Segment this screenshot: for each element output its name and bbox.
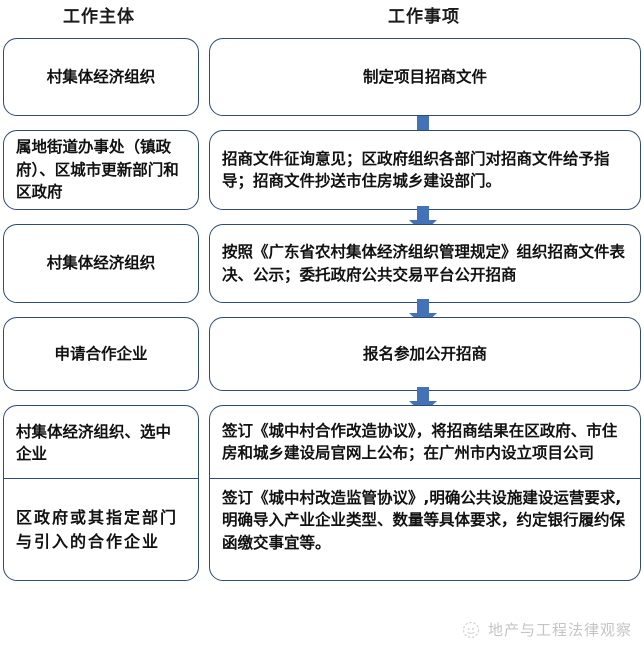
arrow-shaft [417, 206, 429, 221]
arrow-shaft [417, 116, 429, 131]
subject-text-4: 申请合作企业 [54, 344, 148, 363]
subject-box-5-bottom[interactable]: 区政府或其指定部门与引入的合作企业 [4, 479, 198, 580]
arrow-shaft [417, 387, 429, 402]
subject-text-3: 村集体经济组织 [46, 254, 156, 273]
matter-text-5-bottom: 签订《城中村改造监管协议》,明确公共设施建设运营要求,明确导入产业企业类型、数量… [222, 489, 626, 552]
column-header-subject: 工作主体 [63, 7, 135, 27]
subject-text-2: 属地街道办事处（镇政府）、区城市更新部门和区政府 [16, 138, 179, 202]
subject-box-2[interactable]: 属地街道办事处（镇政府）、区城市更新部门和区政府 [3, 130, 199, 210]
matter-box-2[interactable]: 招商文件征询意见；区政府组织各部门对招商文件给予指导；招商文件抄送市住房城乡建设… [209, 130, 641, 210]
subject-box-1[interactable]: 村集体经济组织 [3, 38, 199, 116]
subject-box-3[interactable]: 村集体经济组织 [3, 224, 199, 303]
subject-box-5-top[interactable]: 村集体经济组织、选中企业 [4, 406, 198, 479]
column-header-matter: 工作事项 [388, 7, 460, 27]
matter-text-2: 招商文件征询意见；区政府组织各部门对招商文件给予指导；招商文件抄送市住房城乡建设… [222, 149, 610, 190]
watermark-text: 地产与工程法律观察 [487, 621, 632, 639]
subject-text-5-bottom: 区政府或其指定部门与引入的合作企业 [16, 508, 179, 551]
matter-box-5[interactable]: 签订《城中村合作改造协议》，将招商结果在区政府、市住房和城乡建设局官网上公布；在… [209, 405, 641, 581]
flow-row-3: 村集体经济组织 按照《广东省农村集体经济组织管理规定》组织招商文件表决、公示；委… [0, 224, 644, 303]
flow-row-2: 属地街道办事处（镇政府）、区城市更新部门和区政府 招商文件征询意见；区政府组织各… [0, 130, 644, 210]
flow-row-4: 申请合作企业 报名参加公开招商 [0, 317, 644, 391]
flow-row-5: 村集体经济组织、选中企业 区政府或其指定部门与引入的合作企业 签订《城中村合作改… [0, 405, 644, 581]
flow-row-1: 村集体经济组织 制定项目招商文件 [0, 38, 644, 116]
matter-text-1: 制定项目招商文件 [362, 67, 487, 86]
matter-text-3: 按照《广东省农村集体经济组织管理规定》组织招商文件表决、公示；委托政府公共交易平… [222, 243, 626, 284]
matter-box-5-bottom[interactable]: 签订《城中村改造监管协议》,明确公共设施建设运营要求,明确导入产业企业类型、数量… [210, 479, 640, 580]
matter-box-4[interactable]: 报名参加公开招商 [209, 317, 641, 391]
column-headers: 工作主体 工作事项 [0, 0, 644, 30]
subject-box-5[interactable]: 村集体经济组织、选中企业 区政府或其指定部门与引入的合作企业 [3, 405, 199, 581]
subject-text-1: 村集体经济组织 [46, 67, 156, 86]
matter-box-1[interactable]: 制定项目招商文件 [209, 38, 641, 116]
matter-box-5-top[interactable]: 签订《城中村合作改造协议》，将招商结果在区政府、市住房和城乡建设局官网上公布；在… [210, 406, 640, 479]
matter-text-5-top: 签订《城中村合作改造协议》，将招商结果在区政府、市住房和城乡建设局官网上公布；在… [222, 421, 618, 462]
subject-text-5-top: 村集体经济组织、选中企业 [16, 422, 172, 463]
watermark: 地产与工程法律观察 [461, 619, 632, 640]
wechat-official-account-icon [461, 620, 481, 640]
arrow-shaft [417, 299, 429, 314]
matter-box-3[interactable]: 按照《广东省农村集体经济组织管理规定》组织招商文件表决、公示；委托政府公共交易平… [209, 224, 641, 303]
matter-text-4: 报名参加公开招商 [362, 344, 487, 363]
subject-box-4[interactable]: 申请合作企业 [3, 317, 199, 391]
